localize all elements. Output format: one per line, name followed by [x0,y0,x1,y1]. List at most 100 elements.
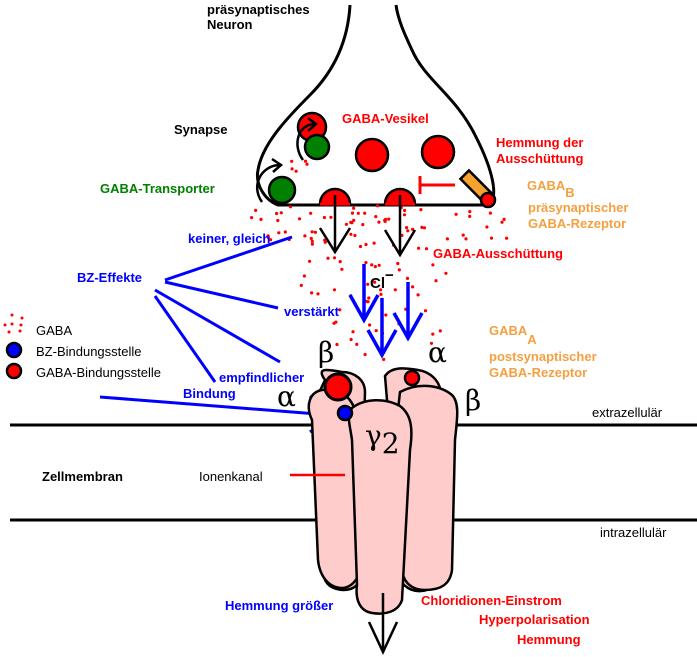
gaba-dot [367,296,371,300]
chloride-influx-label: Chloridionen-Einstrom [421,593,562,608]
gaba-dot [322,215,326,220]
gaba-dot [379,288,383,292]
gaba-dot [299,283,303,287]
gaba-dot [429,341,434,345]
gaba-dot [310,230,314,234]
gaba-dot [353,233,357,238]
subunit-label-alpha-left: α [277,380,296,413]
gaba-dot [349,337,353,342]
gaba-dot [411,227,415,231]
gaba-dot [363,352,367,357]
gaba-dot [468,214,472,218]
reuptake-arrow-top [296,117,318,161]
gaba-dot [383,219,387,223]
gaba-dot [445,237,449,241]
gaba-transporter-label: GABA-Transporter [100,181,215,196]
gaba-dot [364,261,368,265]
gaba-dot [279,211,283,215]
gaba-dot [308,259,312,263]
gaba-dot [424,247,429,251]
gaba-dot [377,263,381,267]
ion-channel-label: Ionenkanal [199,469,263,484]
gabaa-receptor-label: GABA-Rezeptor [489,365,587,380]
bz-effect-lines [99,235,335,434]
gabaa-receptor-label: GABAA [489,323,537,347]
gaba-dot [290,159,294,163]
gaba-vesicle [354,137,390,173]
gaba-dot [505,236,509,240]
gaba-dot [303,234,307,238]
gaba-dot [444,271,448,275]
gaba-dot [420,225,424,229]
gaba-dot [423,309,428,313]
gaba-dot [356,211,360,215]
gabaa-receptor-label: postsynaptischer [489,349,597,364]
gaba-transporter-top [303,133,331,161]
gaba-dot [352,206,356,210]
gaba-binding-site-right [403,369,421,387]
more-sensitive-label: empfindlicher [219,370,304,385]
gabab-receptor-label: präsynaptischer [528,200,628,215]
gaba-dot [288,205,293,209]
bz-effects-label: BZ-Effekte [77,270,142,285]
gaba-dot [374,329,378,333]
gaba-dot [364,242,368,247]
inhibition-release-label: Hemmung der [496,135,583,150]
subunit-label-gamma2: γ2 [365,419,400,460]
gaba-dot [332,256,337,260]
bz-binding-site [336,404,354,422]
gaba-dot [338,308,342,312]
release-arrow-right [383,195,417,258]
gaba-dot [335,342,339,347]
result-arrow [367,593,399,655]
release-arrow-left [318,195,352,255]
gaba-binding-site-icon [5,362,23,380]
chloride-arrows [348,264,424,359]
gaba-dot [358,244,363,249]
gaba-dot [349,232,353,236]
presynaptic-neuron-label: Neuron [207,17,253,32]
gaba-dot [406,229,410,233]
gaba-dot [417,246,421,250]
gaba-binding-site-left [323,372,353,402]
gaba-dot [422,226,427,230]
gaba-dot [349,220,353,224]
gaba-dot [316,292,320,296]
gaba-dot [500,220,504,224]
gaba-dot [403,208,407,213]
enhanced-label: verstärkt [284,304,340,319]
gaba-dot [382,357,386,361]
gaba-dot [355,342,359,346]
gaba-dot [338,260,342,264]
extracellular-label: extrazellulär [592,405,663,420]
subunit-beta-right [396,384,459,592]
subunit-label-alpha-right: α [428,336,447,369]
gaba-dot [405,226,409,230]
gaba-dot [305,162,309,166]
gabab-receptor-label: GABAB [527,178,575,200]
gaba-dot [370,263,374,267]
gaba-dots-icon [3,313,24,334]
gaba-dot [269,238,273,242]
gaba-dot [332,321,336,325]
gaba-dot [468,210,472,214]
greater-inhibition-label: Hemmung größer [225,598,333,613]
gaba-dot [275,211,279,216]
gaba-dot [363,211,367,215]
gaba-dot [373,265,377,269]
gaba-dot [373,280,377,284]
inhibition-bar-icon [418,176,455,194]
gaba-dot [368,323,372,327]
gabab-receptor-label: GABA-Rezeptor [528,216,626,231]
presynaptic-terminal-outline [255,4,496,207]
gaba-dot [310,291,314,295]
gaba-dot [396,261,400,266]
gaba-dot [266,235,270,239]
gaba-dot [485,225,489,229]
gaba-dot [454,212,458,216]
reuptake-arrow-bottom [255,157,284,203]
legend-gaba-binding-label: GABA-Bindungsstelle [36,365,161,380]
gaba-dot [366,282,370,286]
gabaa-receptor [307,367,459,615]
gaba-dot [283,230,287,234]
